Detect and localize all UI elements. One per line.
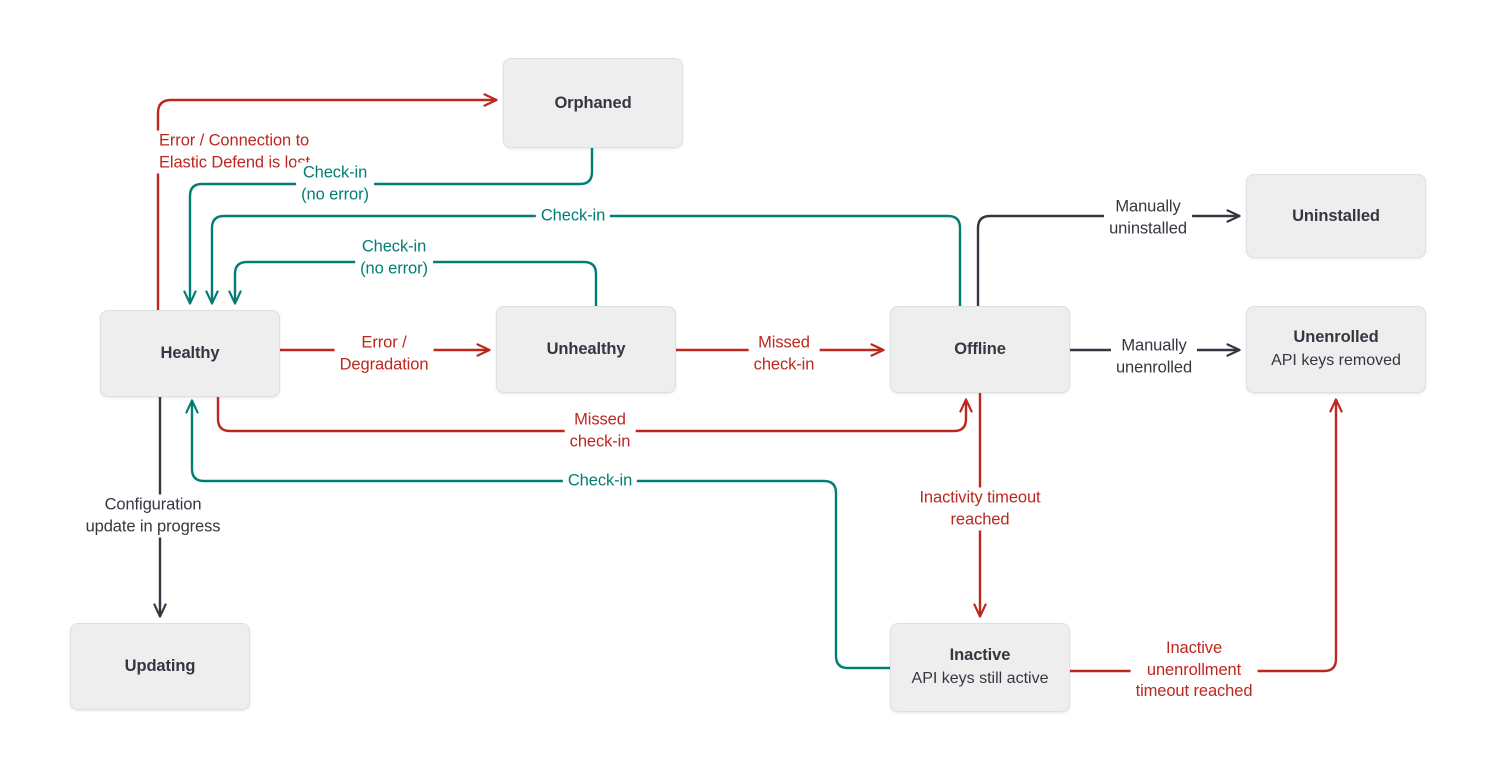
node-unenrolled[interactable]: Unenrolled API keys removed (1246, 306, 1426, 393)
node-unenrolled-subtitle: API keys removed (1271, 351, 1401, 369)
edge-label-healthy-to-offline: Missed check-in (564, 409, 636, 453)
edge-label-offline-to-uninstalled: Manually uninstalled (1104, 196, 1192, 240)
node-offline-title: Offline (954, 340, 1006, 359)
edge-offline-to-uninstalled (976, 216, 1239, 308)
node-orphaned-title: Orphaned (554, 93, 632, 112)
node-updating[interactable]: Updating (70, 623, 250, 710)
edge-orphaned-to-healthy (190, 146, 594, 303)
node-healthy[interactable]: Healthy (100, 310, 280, 397)
edge-label-healthy-to-updating: Configuration update in progress (80, 494, 226, 538)
edge-inactive-to-unenrolled (1068, 400, 1336, 673)
node-offline[interactable]: Offline (890, 306, 1070, 393)
node-unhealthy[interactable]: Unhealthy (496, 306, 676, 393)
edge-label-unhealthy-to-healthy: Check-in (no error) (355, 236, 433, 280)
node-healthy-title: Healthy (160, 344, 220, 363)
edge-label-healthy-to-orphaned: Error / Connection to Elastic Defend is … (154, 130, 315, 174)
edge-label-offline-to-inactive: Inactivity timeout reached (914, 487, 1046, 531)
edge-healthy-to-orphaned (156, 100, 496, 312)
edge-inactive-to-healthy (192, 401, 892, 670)
node-inactive-title: Inactive (949, 646, 1011, 665)
node-updating-title: Updating (124, 657, 196, 676)
edge-label-inactive-to-unenrolled: Inactive unenrollment timeout reached (1130, 637, 1258, 703)
node-uninstalled[interactable]: Uninstalled (1246, 174, 1426, 258)
edge-label-healthy-to-unhealthy: Error / Degradation (334, 332, 434, 376)
node-inactive-subtitle: API keys still active (911, 669, 1049, 687)
edge-label-offline-to-unenrolled: Manually unenrolled (1110, 335, 1198, 379)
edge-label-offline-to-healthy: Check-in (535, 205, 611, 227)
edge-label-inactive-to-healthy: Check-in (562, 470, 638, 492)
edge-label-orphaned-to-healthy: Check-in (no error) (296, 162, 374, 206)
node-unhealthy-title: Unhealthy (546, 340, 626, 359)
node-inactive[interactable]: Inactive API keys still active (890, 623, 1070, 712)
node-uninstalled-title: Uninstalled (1292, 206, 1380, 225)
node-unenrolled-title: Unenrolled (1293, 328, 1379, 347)
edge-label-unhealthy-to-offline: Missed check-in (748, 332, 820, 376)
node-orphaned[interactable]: Orphaned (503, 58, 683, 148)
